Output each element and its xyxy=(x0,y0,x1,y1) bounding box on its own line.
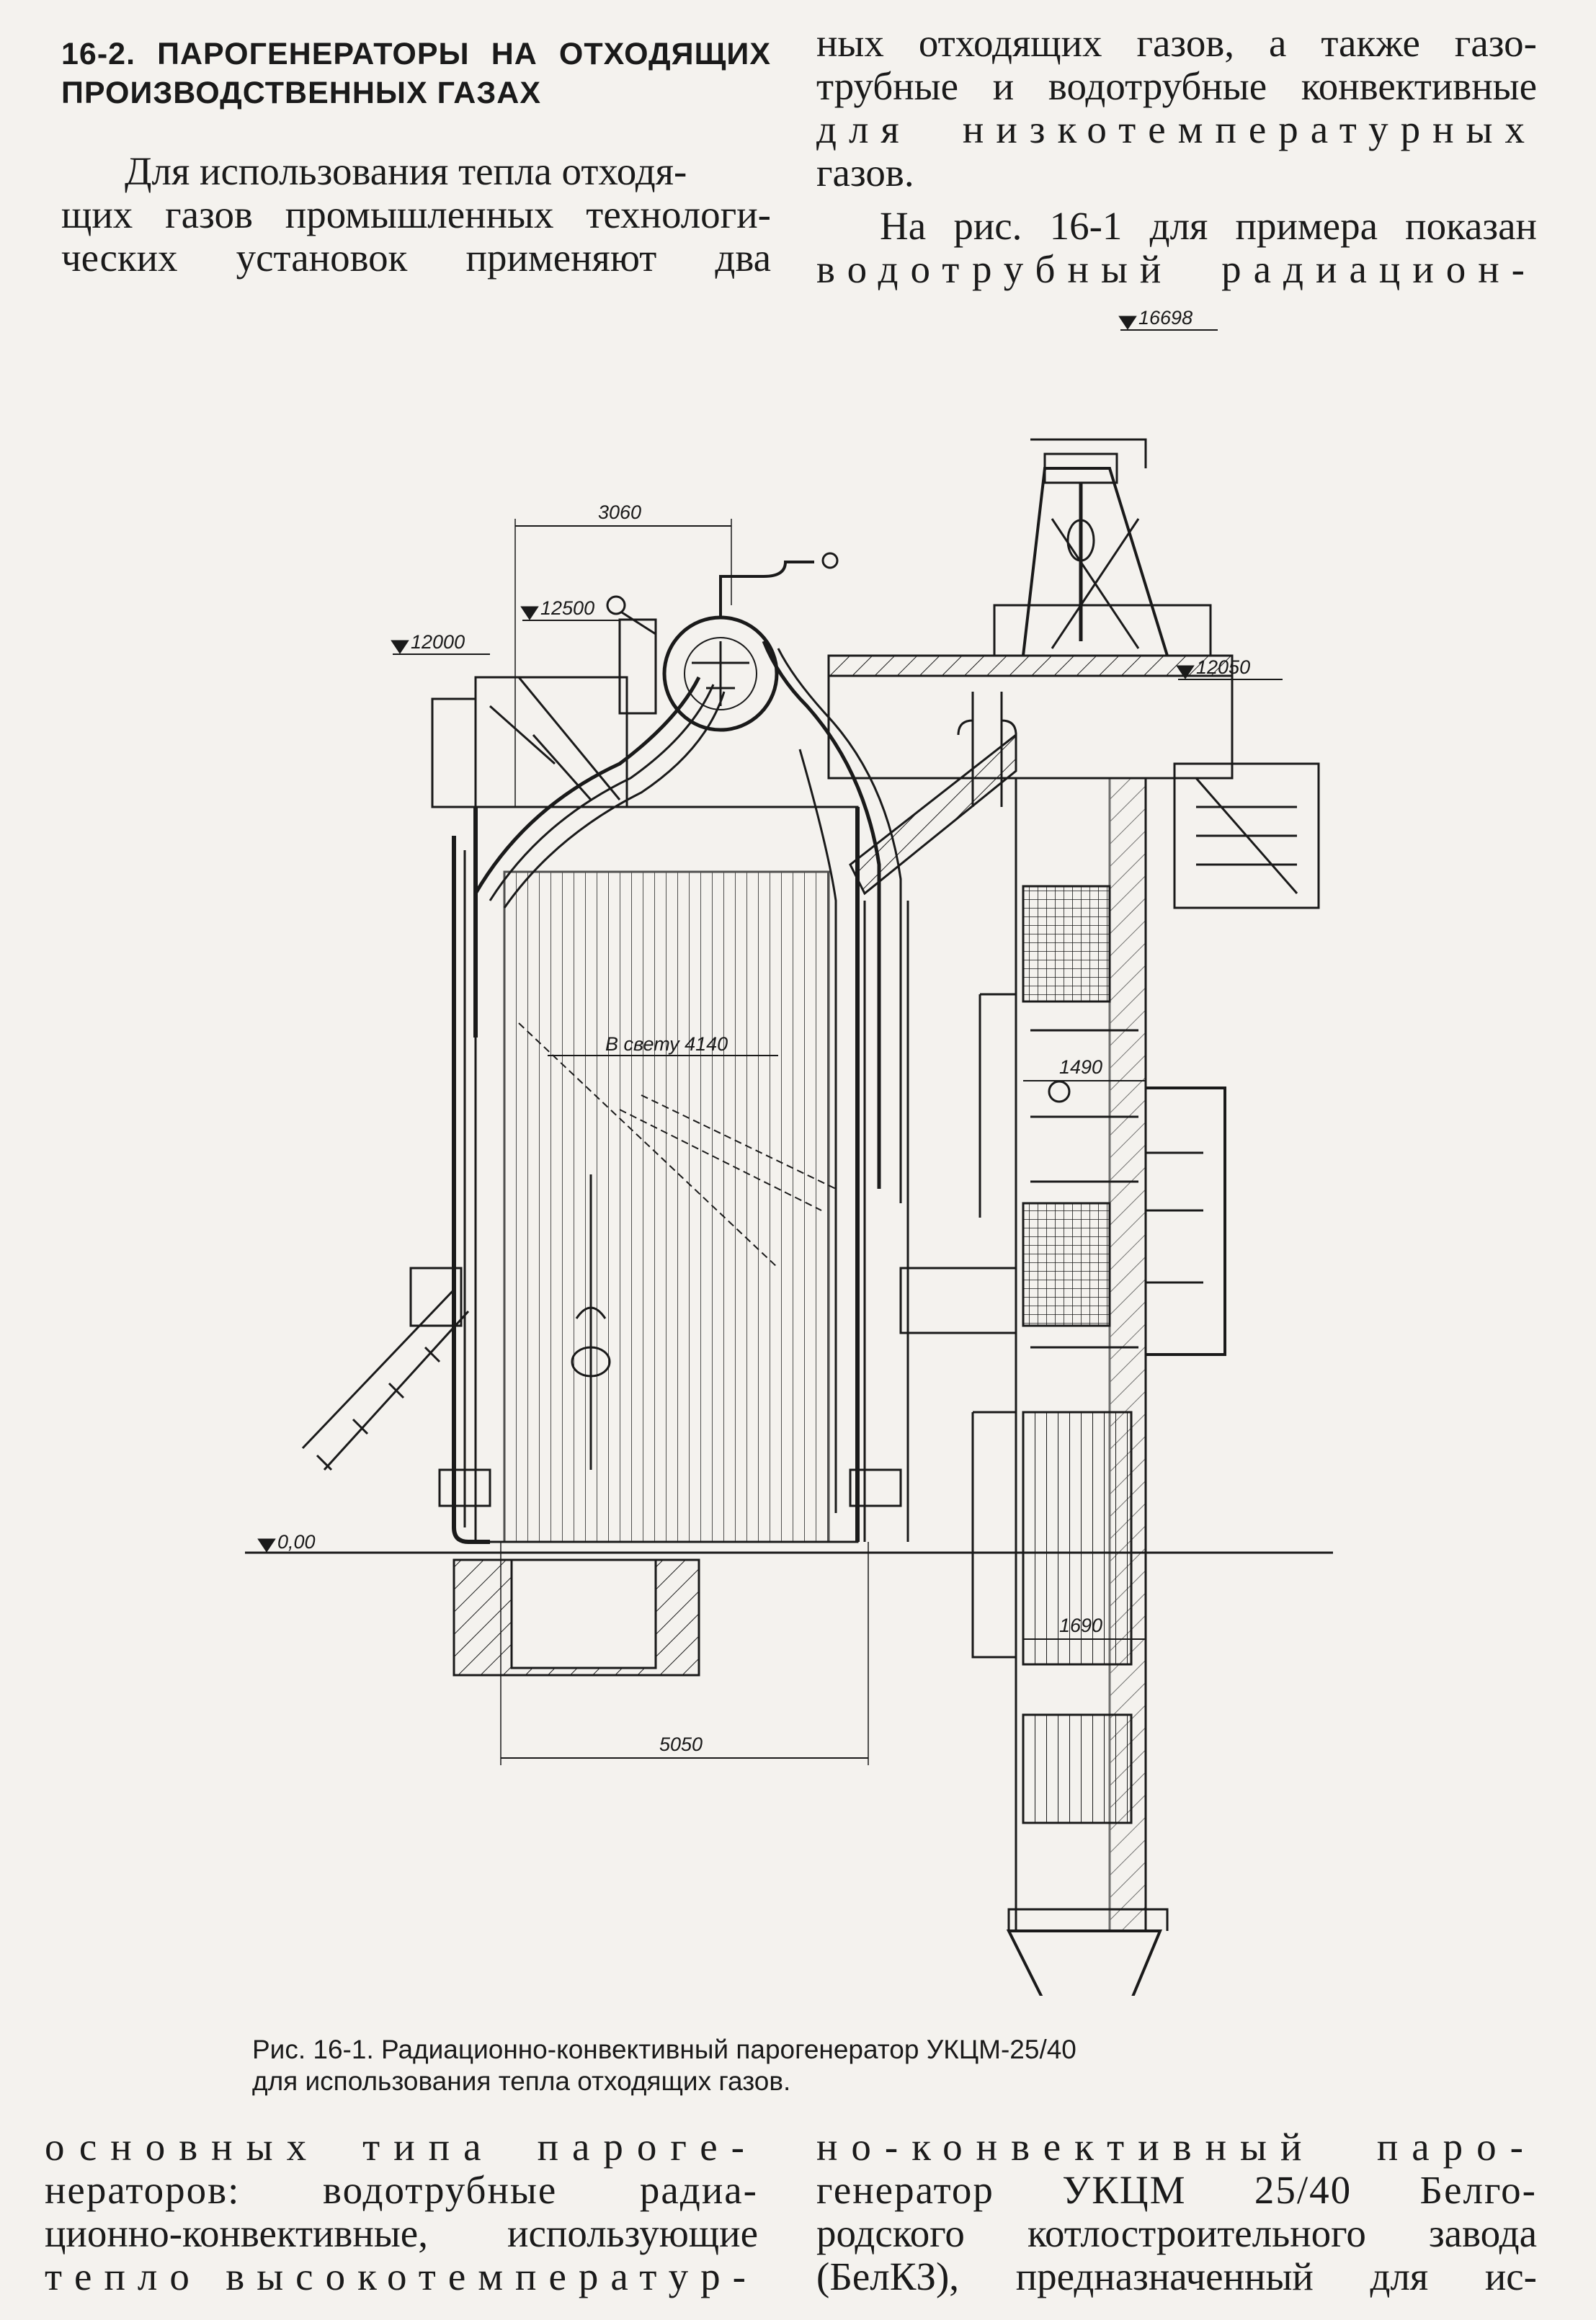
section-heading-line2: ПРОИЗВОДСТВЕННЫХ ГАЗАХ xyxy=(61,76,542,110)
level-label-12050: 12050 xyxy=(1196,656,1250,678)
furnace-tubes xyxy=(503,870,830,1543)
economizer-block-1 xyxy=(1022,885,1111,1003)
text-line: Для использования тепла отходя- xyxy=(125,149,687,193)
text-line: для низкотемпературных xyxy=(816,107,1537,151)
text-line: водотрубный радиацион- xyxy=(816,247,1537,291)
steam-generator-drawing: 16698 12500 12000 12050 0,00 3060 1490 В… xyxy=(245,307,1369,2220)
level-label-12000: 12000 xyxy=(411,631,465,653)
text-line: трубные и водотрубные конвективные xyxy=(816,64,1537,108)
text-line: На рис. 16-1 для примера показан xyxy=(880,204,1537,248)
text-line: нераторов: водотрубные радиа- xyxy=(45,2168,758,2212)
level-label-12500: 12500 xyxy=(540,597,594,619)
dim-5050-line xyxy=(500,1542,869,1765)
foundation-outline xyxy=(453,1558,700,1677)
top-left-paragraph: Для использования тепла отходя- щих газо… xyxy=(61,150,771,280)
economizer-block-2 xyxy=(1022,1202,1111,1327)
top-right-column: ных отходящих газов, а также газо- трубн… xyxy=(816,22,1537,291)
text-line: генератор УКЦМ 25/40 Белго- xyxy=(816,2168,1537,2212)
section-heading-line1: 16-2. ПАРОГЕНЕРАТОРЫ НА ОТХОДЯЩИХ xyxy=(61,37,771,71)
level-label-16698: 16698 xyxy=(1138,307,1192,329)
bottom-right-column: но-конвективный паро- генератор УКЦМ 25/… xyxy=(816,2125,1537,2298)
text-line: щих газов промышленных технологи- xyxy=(61,192,771,236)
dim-label-5050: 5050 xyxy=(659,1734,703,1755)
level-mark-12050 xyxy=(1176,665,1195,679)
text-line: основных типа пароге- xyxy=(45,2125,758,2169)
text-line: (БелКЗ), предназначенный для ис- xyxy=(816,2254,1537,2298)
bottom-right-paragraph: но-конвективный паро- генератор УКЦМ 25/… xyxy=(816,2125,1537,2298)
right-stair-frame xyxy=(1173,762,1320,909)
text-line: но-конвективный паро- xyxy=(816,2125,1537,2169)
caption-line2: для использования тепла отходящих газов. xyxy=(252,2066,791,2096)
section-heading: 16-2. ПАРОГЕНЕРАТОРЫ НА ОТХОДЯЩИХ ПРОИЗВ… xyxy=(61,35,771,112)
top-right-paragraph: ных отходящих газов, а также газо- трубн… xyxy=(816,22,1537,291)
level-mark-0 xyxy=(257,1538,276,1553)
text-line: тепло высокотемператур- xyxy=(45,2254,758,2298)
dim-label-3060: 3060 xyxy=(598,501,641,523)
level-mark-16698 xyxy=(1118,316,1137,330)
bottom-left-column: основных типа пароге- нераторов: водотру… xyxy=(45,2125,758,2298)
dim-label-1690: 1690 xyxy=(1059,1615,1102,1636)
bottom-left-paragraph: основных типа пароге- нераторов: водотру… xyxy=(45,2125,758,2298)
dim-label-4140: В свету 4140 xyxy=(605,1033,728,1055)
caption-line1: Рис. 16-1. Радиационно-конвективный паро… xyxy=(252,2035,1076,2064)
text-line: газов. xyxy=(816,151,914,195)
dim-3060-line xyxy=(514,519,732,807)
figure-caption: Рис. 16-1. Радиационно-конвективный паро… xyxy=(252,2034,1333,2097)
bottom-hopper xyxy=(1006,1929,1162,2019)
figure-drawing: 16698 12500 12000 12050 0,00 3060 1490 В… xyxy=(216,303,1405,2220)
level-mark-12000 xyxy=(391,640,409,654)
top-tower xyxy=(1022,467,1169,656)
gas-duct xyxy=(849,732,1017,896)
text-line: ных отходящих газов, а также газо- xyxy=(816,21,1537,65)
text-line: ческих установок применяют два xyxy=(61,236,771,280)
text-line: ционно-конвективные, использующие xyxy=(45,2211,758,2255)
left-ramp xyxy=(301,1288,470,1471)
level-label-0: 0,00 xyxy=(277,1531,316,1553)
text-line: родского котлостроительного завода xyxy=(816,2211,1537,2255)
dim-label-1490: 1490 xyxy=(1059,1056,1102,1078)
top-left-column: 16-2. ПАРОГЕНЕРАТОРЫ НА ОТХОДЯЩИХ ПРОИЗВ… xyxy=(61,35,771,280)
level-mark-12500 xyxy=(520,606,539,620)
left-platform xyxy=(431,697,477,808)
